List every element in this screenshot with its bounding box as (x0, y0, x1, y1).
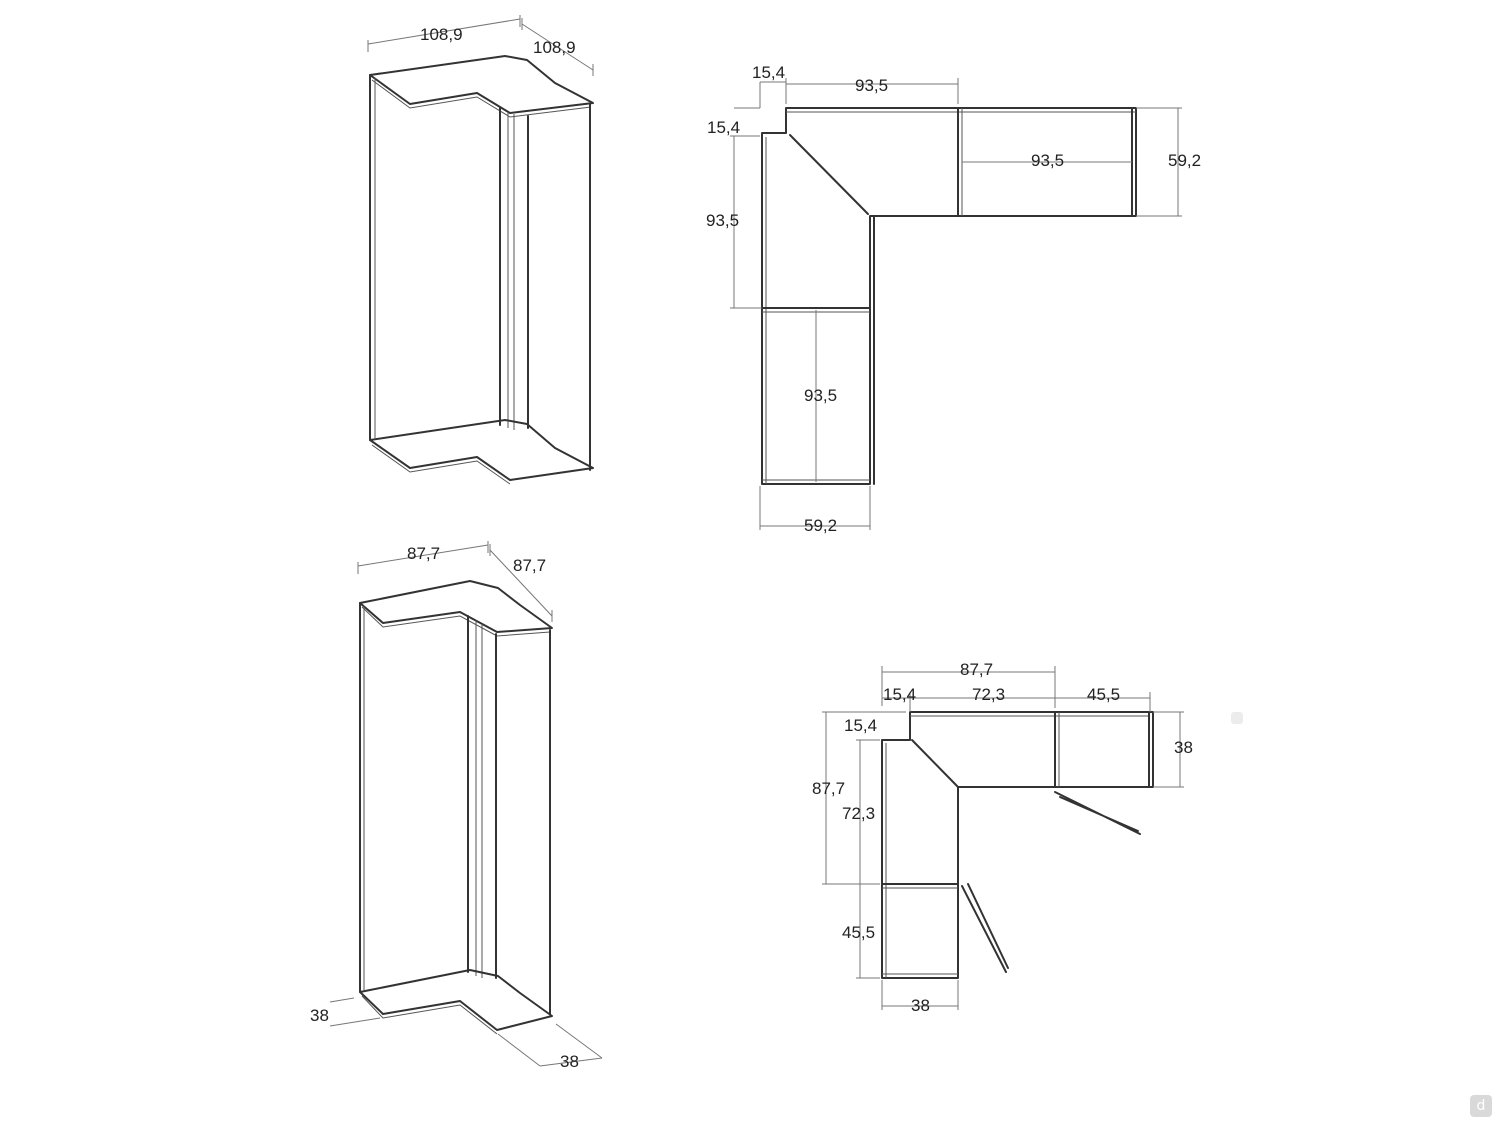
dim-small-plan-offset-left: 15,4 (844, 716, 877, 735)
dim-tall-plan-side-length: 93,5 (706, 211, 739, 230)
tall-corner-unit-isometric (369, 55, 594, 485)
dim-tall-plan-offset-top: 15,4 (752, 63, 785, 82)
logo-badge-icon: d (1470, 1095, 1492, 1117)
dim-tall-width-left: 108,9 (420, 25, 463, 44)
small-plan-dimensions: 87,7 15,4 72,3 45,5 15,4 87,7 72,3 45,5 … (812, 660, 1193, 1015)
dim-small-plan-bottom-module: 45,5 (842, 923, 875, 942)
dim-tall-width-right: 108,9 (533, 38, 576, 57)
dim-small-depth-left: 38 (310, 1006, 329, 1025)
dim-tall-plan-bottom-module: 93,5 (804, 386, 837, 405)
tall-plan-dimensions: 15,4 93,5 15,4 93,5 93,5 59,2 93,5 59,2 (706, 63, 1201, 535)
dim-tall-plan-right-module: 93,5 (1031, 151, 1064, 170)
dim-small-plan-side-length: 72,3 (842, 804, 875, 823)
dim-small-plan-depth-right: 38 (1174, 738, 1193, 757)
small-corner-dimensions: 87,7 87,7 38 38 (310, 541, 603, 1071)
dim-small-depth-right: 38 (560, 1052, 579, 1071)
small-corner-unit-isometric (359, 580, 553, 1035)
small-corner-plan (881, 711, 1154, 979)
dim-tall-plan-depth-right: 59,2 (1168, 151, 1201, 170)
dim-small-width-right: 87,7 (513, 556, 546, 575)
dim-small-plan-right-module: 45,5 (1087, 685, 1120, 704)
dim-tall-plan-offset-left: 15,4 (707, 118, 740, 137)
dim-small-plan-overall-top: 87,7 (960, 660, 993, 679)
dim-small-plan-offset-top: 15,4 (883, 685, 916, 704)
dim-small-width-left: 87,7 (407, 544, 440, 563)
tall-corner-dimensions: 108,9 108,9 (367, 15, 594, 76)
dim-small-plan-overall-left: 87,7 (812, 779, 845, 798)
dim-tall-plan-top-length: 93,5 (855, 76, 888, 95)
dim-tall-plan-depth-bottom: 59,2 (804, 516, 837, 535)
tall-corner-plan (761, 107, 1137, 485)
dim-small-plan-depth-bottom: 38 (911, 996, 930, 1015)
dim-small-plan-top-length: 72,3 (972, 685, 1005, 704)
placeholder-dot (1231, 712, 1243, 724)
